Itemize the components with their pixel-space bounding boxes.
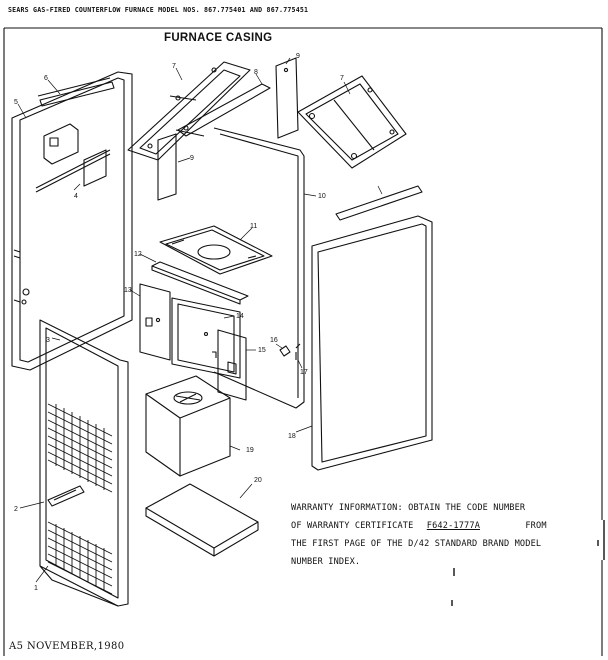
leader-lines [17, 57, 383, 583]
divider-strip-left [157, 133, 177, 201]
support-bar [151, 261, 249, 305]
callout-6: 6 [44, 75, 48, 82]
back-casing-panel [11, 71, 133, 371]
page-header: SEARS GAS-FIRED COUNTERFLOW FURNACE MODE… [8, 6, 309, 14]
callout-19: 19 [246, 447, 254, 454]
top-rail [37, 77, 115, 107]
diagram-title: FURNACE CASING [164, 32, 273, 44]
callout-5: 5 [14, 99, 18, 106]
warranty-line-2-end: FROM [525, 521, 547, 531]
callout-20: 20 [254, 477, 262, 484]
drip-tray [145, 483, 259, 557]
callout-7-left: 7 [172, 63, 176, 70]
callout-14: 14 [236, 313, 244, 320]
blower-housing [145, 375, 231, 477]
side-casing-panel [213, 127, 305, 409]
callout-4: 4 [74, 193, 78, 200]
callout-9-left: 9 [190, 155, 194, 162]
latch-panel [217, 329, 247, 401]
lower-louvers [47, 521, 113, 595]
top-cover-left [127, 61, 251, 161]
upper-louvers [47, 403, 113, 493]
top-brace [177, 83, 271, 137]
warranty-line-2: OF WARRANTY CERTIFICATE F642-1777A FROM [291, 521, 547, 531]
callout-10: 10 [318, 193, 326, 200]
right-cover-panel [311, 185, 433, 471]
callout-16: 16 [270, 337, 278, 344]
callout-7-right: 7 [340, 75, 344, 82]
diagram-border [3, 27, 603, 656]
warranty-line-3: THE FIRST PAGE OF THE D/42 STANDARD BRAN… [291, 539, 542, 549]
callout-13: 13 [124, 287, 132, 294]
center-panel [171, 297, 241, 379]
warranty-line-2-start: OF WARRANTY CERTIFICATE [291, 521, 414, 531]
callout-labels: 1 2 3 4 5 6 7 7 8 9 9 10 11 12 13 14 15 … [14, 53, 344, 592]
callout-15: 15 [258, 347, 266, 354]
callout-9-right: 9 [296, 53, 300, 60]
callout-17: 17 [300, 369, 308, 376]
baffle-plate [159, 225, 273, 275]
divider-strip-right [275, 57, 299, 139]
callout-18: 18 [288, 433, 296, 440]
front-casing-panel [39, 319, 129, 607]
margin-marks [451, 520, 605, 606]
callout-12: 12 [134, 251, 142, 258]
callout-2: 2 [14, 506, 18, 513]
door-handle [47, 485, 85, 507]
warranty-line-1: WARRANTY INFORMATION: OBTAIN THE CODE NU… [291, 503, 526, 513]
callout-8: 8 [254, 69, 258, 76]
control-bracket [43, 123, 107, 187]
screw-parts [279, 343, 301, 360]
access-door [139, 283, 171, 361]
top-cover-right [297, 75, 407, 169]
footer-date: A5 NOVEMBER,1980 [9, 641, 125, 652]
warranty-code: F642-1777A [426, 521, 481, 531]
callout-11: 11 [250, 223, 257, 230]
callout-3: 3 [46, 337, 50, 344]
warranty-line-4: NUMBER INDEX. [291, 557, 361, 567]
callout-1: 1 [34, 585, 38, 592]
